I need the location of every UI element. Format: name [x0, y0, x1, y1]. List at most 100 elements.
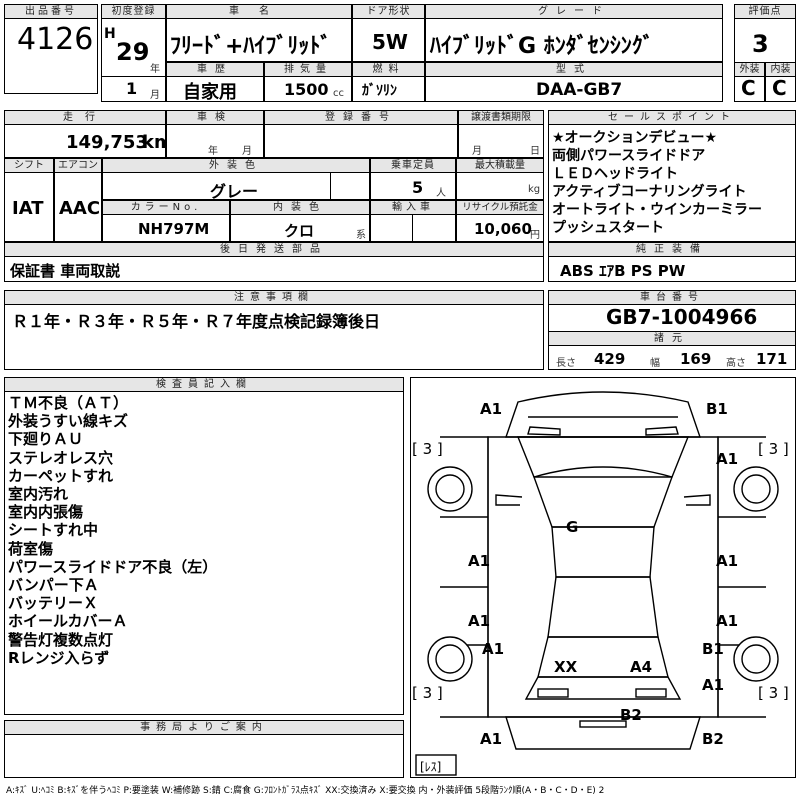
- shift-label: シフト: [4, 158, 54, 173]
- max-load-label: 最大積載量: [456, 158, 544, 173]
- lot-label: 出品番号: [4, 4, 98, 19]
- model-label: 型式: [425, 62, 723, 77]
- later-label: 後日発送部品: [4, 242, 544, 257]
- selling-points-box: [548, 110, 796, 242]
- tyre-rl: [ 3 ]: [412, 684, 443, 702]
- remark: 荷室傷: [8, 539, 54, 558]
- mark-right-wheel-front: A1: [716, 450, 739, 468]
- transfer-day-unit: 日: [530, 146, 540, 157]
- remark: 警告灯複数点灯: [8, 630, 114, 649]
- score: 3: [752, 30, 769, 58]
- capacity: 5: [412, 178, 424, 197]
- mileage-label: 走行: [4, 110, 166, 125]
- max-load-unit: kg: [528, 184, 541, 195]
- chassis-number: GB7-1004966: [606, 305, 758, 329]
- inspector-label: 検査員記入欄: [4, 377, 404, 392]
- selling-points-label: セールスポイント: [548, 110, 796, 125]
- length-label: 長さ: [556, 358, 576, 369]
- remark: ホイールカバーＡ: [8, 612, 128, 631]
- tyre-fr: [ 3 ]: [758, 440, 789, 458]
- height: 171: [756, 350, 788, 368]
- first-reg-month: 1: [126, 79, 138, 98]
- length: 429: [594, 350, 626, 368]
- transfer-label: 譲渡書類期限: [458, 110, 544, 125]
- remark: Rレンジ入らず: [8, 648, 110, 667]
- remark: カーペットすれ: [8, 466, 114, 485]
- remark: バッテリーＸ: [8, 594, 99, 613]
- recycle-label: リサイクル預託金: [456, 200, 544, 215]
- mark-rear-left: A1: [480, 730, 503, 748]
- mark-roof: G: [566, 518, 579, 536]
- equipment-label: 純正装備: [548, 242, 796, 257]
- remark: 下廻りＡＵ: [8, 430, 84, 449]
- ext-grade-label: 外装: [734, 62, 765, 77]
- first-reg-year: 29: [116, 38, 150, 66]
- lot-number: 4126: [17, 22, 94, 57]
- divider: [412, 214, 413, 242]
- selling-point: プッシュスタート: [552, 220, 664, 236]
- recycle-unit: 円: [530, 230, 540, 241]
- car-name: ﾌﾘｰﾄﾞ+ﾊｲﾌﾞﾘｯﾄﾞ: [170, 34, 332, 59]
- later-items: 保証書 車両取説: [10, 262, 121, 280]
- divider: [101, 76, 166, 77]
- int-color-unit: 系: [356, 230, 366, 241]
- mark-right-door-rear: A1: [716, 612, 739, 630]
- remark: シートすれ中: [8, 521, 99, 540]
- fuel: ｶﾞｿﾘﾝ: [362, 83, 397, 99]
- reg-label: 登録番号: [264, 110, 458, 125]
- remark: パワースライドドア不良（左）: [8, 557, 218, 576]
- transfer-month-unit: 月: [472, 146, 482, 157]
- history: 自家用: [183, 82, 237, 103]
- height-label: 高さ: [726, 358, 746, 369]
- door-label: ドア形状: [352, 4, 425, 19]
- mark-left-door-front: A1: [468, 552, 491, 570]
- width: 169: [680, 350, 712, 368]
- inspection-month-unit: 月: [242, 146, 252, 157]
- remark: 外装うすい線キズ: [8, 412, 129, 431]
- ac: AAC: [59, 198, 101, 219]
- mark-rear-bumper: B2: [620, 706, 642, 724]
- office-label: 事務局よりご案内: [4, 720, 404, 735]
- int-grade-label: 内装: [765, 62, 796, 77]
- era: H: [104, 26, 116, 42]
- chassis-label: 車台番号: [548, 290, 796, 305]
- notes: Ｒ１年・Ｒ３年・Ｒ５年・Ｒ７年度点検記録簿後日: [12, 312, 381, 331]
- inspection-year-unit: 年: [208, 146, 218, 157]
- mileage-unit: km: [142, 132, 173, 153]
- color-label: 外装色: [102, 158, 370, 173]
- color-no: NH797M: [138, 220, 210, 238]
- fuel-label: 燃料: [352, 62, 425, 77]
- width-label: 幅: [650, 358, 660, 369]
- mark-front-right: B1: [706, 400, 728, 418]
- mark-interior-a4: A4: [630, 658, 653, 676]
- selling-point: 両側パワースライドドア: [552, 148, 706, 164]
- mileage: 149,753: [66, 132, 148, 153]
- displacement: 1500: [284, 80, 329, 99]
- inspection-label: 車検: [166, 110, 264, 125]
- shift: IAT: [12, 198, 44, 219]
- divider: [330, 172, 331, 200]
- grade-label: グレード: [425, 4, 723, 19]
- model: DAA-GB7: [536, 80, 623, 100]
- mark-rear-right: B2: [702, 730, 724, 748]
- door-type: 5W: [372, 30, 408, 54]
- interior-color: クロ: [284, 222, 315, 240]
- mark-right-door-front: A1: [716, 552, 739, 570]
- selling-point: ★オークションデビュー★: [552, 130, 718, 146]
- displacement-label: 排気量: [264, 62, 352, 77]
- mark-right-rear-low: A1: [702, 676, 725, 694]
- int-grade: C: [772, 76, 787, 100]
- remark: 室内内張傷: [8, 503, 84, 522]
- history-label: 車歴: [166, 62, 264, 77]
- selling-point: ＬＥＤヘッドライト: [552, 166, 678, 182]
- grade: ﾊｲﾌﾞﾘｯﾄﾞG ﾎﾝﾀﾞｾﾝｼﾝｸﾞ: [430, 34, 654, 59]
- remark: ステレオレス穴: [8, 448, 114, 467]
- remark: バンパー下Ａ: [8, 576, 99, 595]
- tyre-rr: [ 3 ]: [758, 684, 789, 702]
- mark-right-rear: B1: [702, 640, 724, 658]
- notes-label: 注意事項欄: [4, 290, 544, 305]
- exterior-color: グレー: [210, 182, 259, 201]
- mark-left-rear: A1: [482, 640, 505, 658]
- selling-point: アクティブコーナリングライト: [552, 184, 747, 200]
